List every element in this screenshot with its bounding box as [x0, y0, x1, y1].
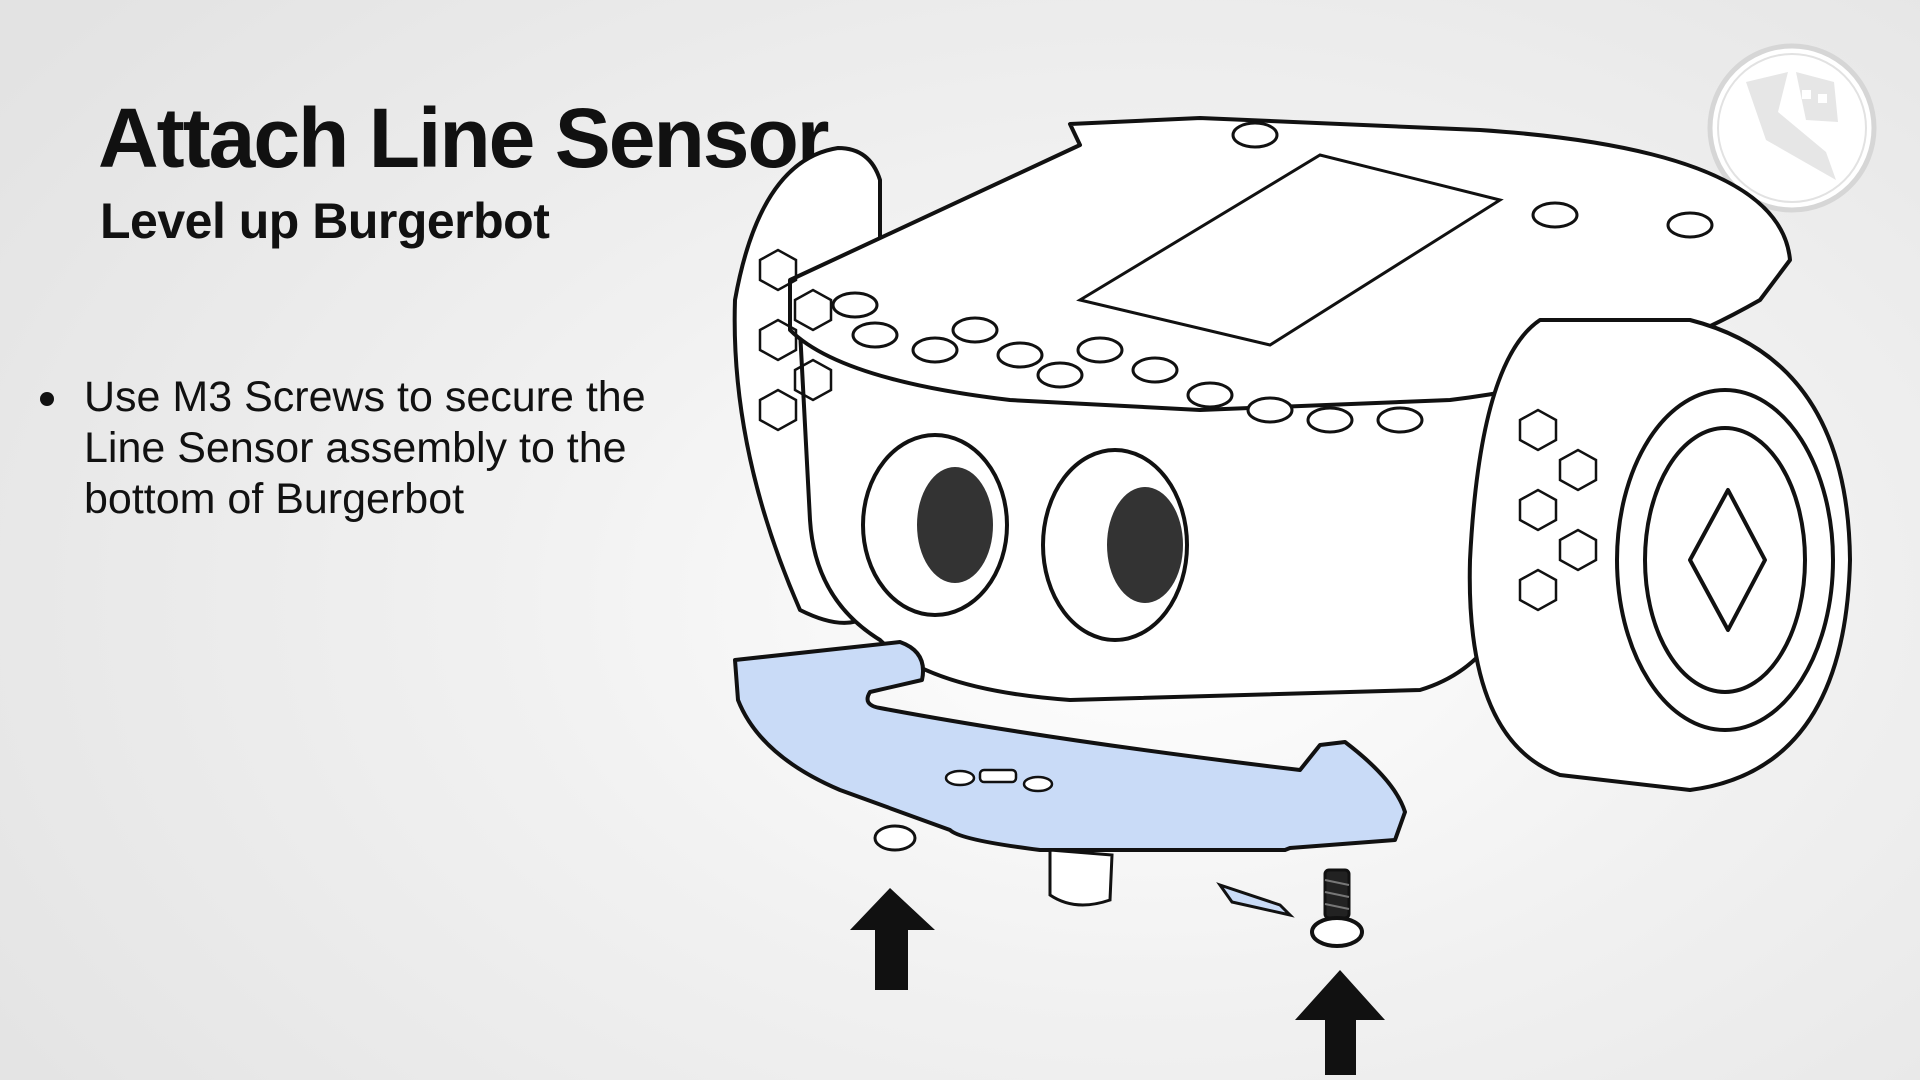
- line-sensor-bracket: [733, 640, 1407, 852]
- logo-icon: [1707, 43, 1877, 213]
- arrow-up-icon: [850, 888, 935, 990]
- slide-title: Attach Line Sensor: [98, 91, 829, 185]
- bullet-item: Use M3 Screws to secure the Line Sensor …: [40, 372, 720, 525]
- arrow-up-icon: [1295, 970, 1385, 1075]
- bullet-text: Use M3 Screws to secure the Line Sensor …: [84, 373, 646, 523]
- bullet-dot-icon: [40, 392, 54, 406]
- slide-subtitle: Level up Burgerbot: [100, 193, 550, 249]
- microcontroller-board: [1076, 153, 1504, 347]
- bullet-list: Use M3 Screws to secure the Line Sensor …: [40, 372, 720, 525]
- robot-illustration: [732, 116, 1852, 1075]
- screw-icon: [1310, 868, 1364, 948]
